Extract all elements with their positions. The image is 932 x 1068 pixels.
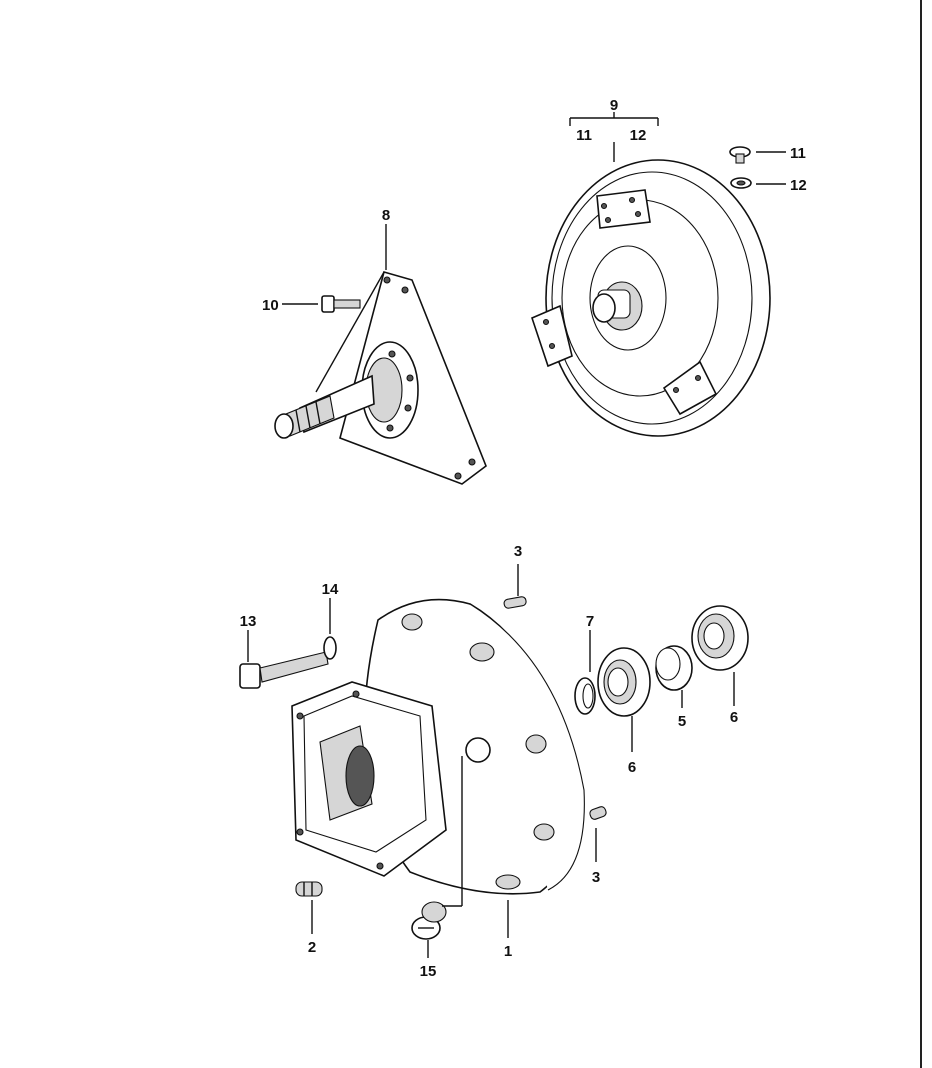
torque-converter-part-9 [531,159,771,437]
spacer-part-5 [655,645,693,691]
label-part-6-left: 6 [628,759,636,776]
bearing-part-6-left [597,647,651,717]
label-part-13: 13 [240,613,257,630]
stud-part-2 [295,881,323,897]
label-part-12: 12 [790,177,807,194]
label-part-15: 15 [420,963,437,980]
label-part-1: 1 [504,943,512,960]
label-part-2: 2 [308,939,316,956]
page-edge-border [920,0,922,1068]
bearing-part-6-right [691,605,749,671]
label-part-8: 8 [382,207,390,224]
label-part-3-bottom: 3 [592,869,600,886]
dowel-pin-part-3-top [503,596,527,609]
label-part-9: 9 [610,97,618,114]
label-part-9-sub-12: 12 [630,127,647,144]
circlip-part-7 [574,677,596,715]
long-bolt-part-13 [239,651,329,689]
dowel-pin-part-3-bottom [589,806,607,820]
label-part-9-sub-11: 11 [576,127,592,144]
label-part-7: 7 [586,613,594,630]
screw-part-11 [729,146,751,164]
label-part-5: 5 [678,713,686,730]
label-part-3-top: 3 [514,543,522,560]
lock-washer-part-14 [323,636,337,660]
washer-part-12 [730,177,752,189]
drain-plug-part-15 [411,901,447,940]
drive-plate-part-8 [274,271,487,485]
label-part-10: 10 [262,297,279,314]
label-part-11: 11 [790,145,806,162]
transmission-housing-part-1 [291,598,585,895]
label-part-14: 14 [322,581,339,598]
bolt-part-10 [321,295,361,313]
label-part-6-right: 6 [730,709,738,726]
